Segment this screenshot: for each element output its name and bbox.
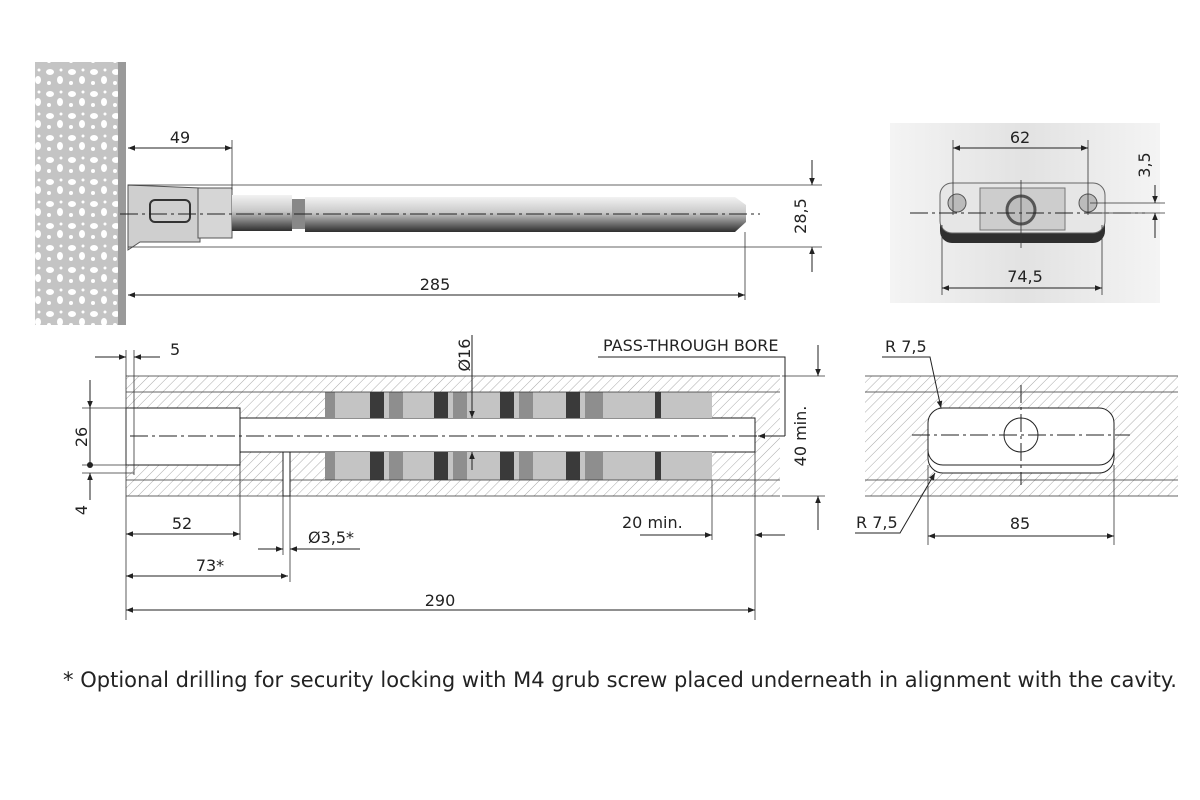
wall-material <box>35 62 125 325</box>
dim-40min: 40 min. <box>791 406 810 467</box>
section-view: 5 26 4 52 Ø3,5* 73* 290 20 min. 40 min. <box>72 335 825 620</box>
dim-offset: 3,5 <box>1135 152 1154 177</box>
dim-52: 52 <box>172 514 192 533</box>
wall-edge <box>118 62 126 325</box>
dim-length: 285 <box>420 275 451 294</box>
dim-85: 85 <box>1010 514 1030 533</box>
dim-bore-diameter: Ø16 <box>455 339 474 372</box>
radius-bottom: R 7,5 <box>856 513 898 532</box>
dim-inner-spacing: 62 <box>1010 128 1030 147</box>
footnote: * Optional drilling for security locking… <box>63 668 1177 692</box>
dim-outer-width: 74,5 <box>1007 267 1043 286</box>
pass-through-bore-label: PASS-THROUGH BORE <box>603 336 778 355</box>
dim-hole-diameter: Ø3,5* <box>308 528 354 547</box>
grub-screw-hole <box>282 451 291 497</box>
radius-top: R 7,5 <box>885 337 927 356</box>
holder-rod <box>127 184 746 251</box>
cavity-view: R 7,5 R 7,5 85 <box>855 337 1178 545</box>
dim-height: 28,5 <box>791 198 810 234</box>
dim-73: 73* <box>196 556 224 575</box>
dim-290: 290 <box>425 591 456 610</box>
magnet-stack <box>325 392 712 480</box>
dim-26: 26 <box>72 427 91 447</box>
front-view: 62 74,5 3,5 <box>890 123 1165 303</box>
dim-4: 4 <box>72 505 91 515</box>
dim-5: 5 <box>170 340 180 359</box>
dim-insert-depth: 49 <box>170 128 190 147</box>
screw-left-icon <box>947 193 967 213</box>
installed-side-view: 49 285 28,5 <box>35 62 822 325</box>
dim-20min: 20 min. <box>622 513 683 532</box>
